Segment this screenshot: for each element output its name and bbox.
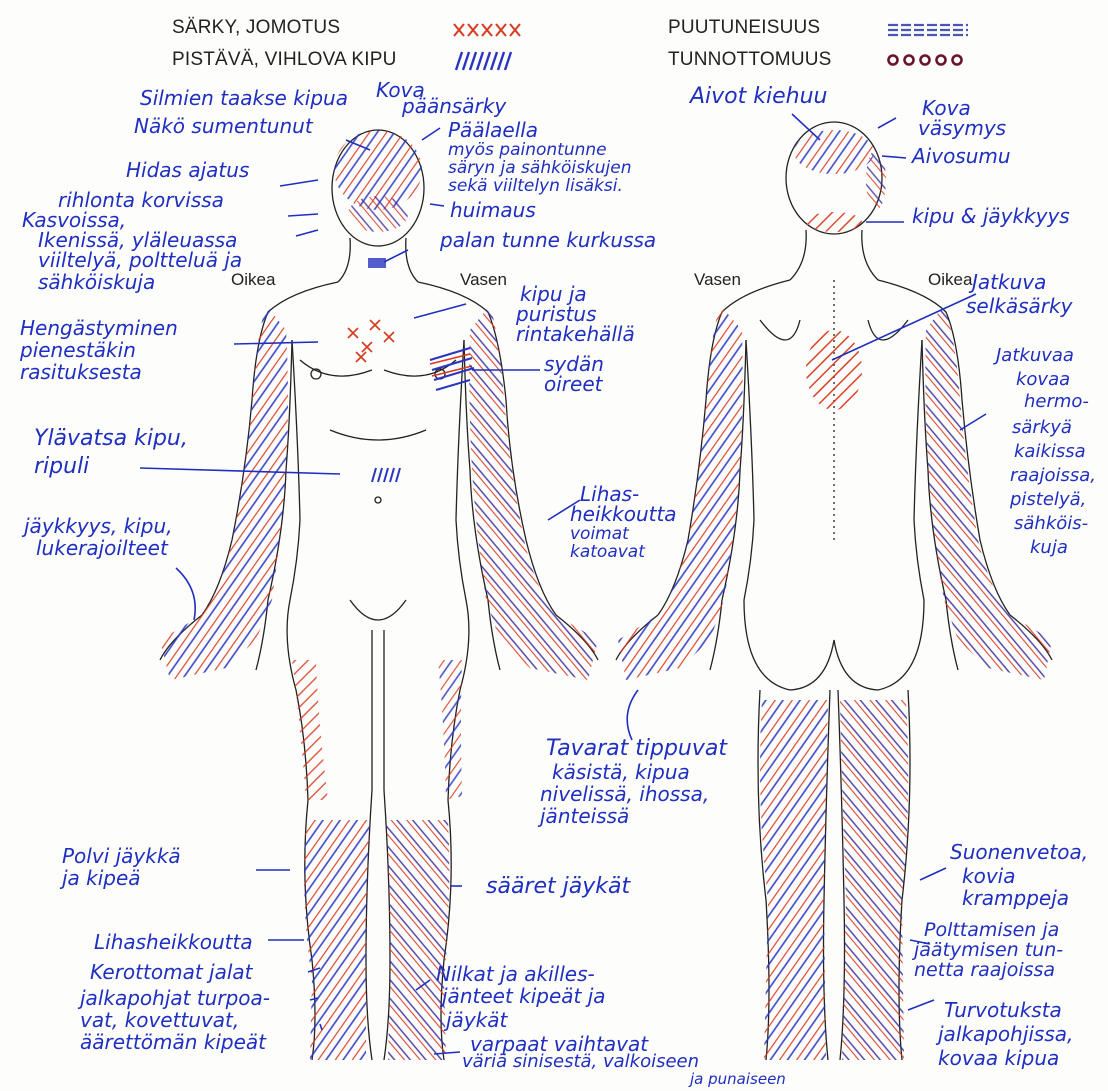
note-symptoms: oireet [544,374,602,394]
note-dropping-things: Tavarat tippuvat [546,738,727,760]
note-tendons-sore: jänteet kipeät ja [442,986,606,1006]
note-swelling: Turvotuksta [944,1000,1062,1020]
note-strength: voimat [570,524,629,544]
note-in-limbs: netta raajoissa [914,960,1055,980]
note-even-small: pienestäkin [20,340,136,360]
note-lump-throat: palan tunne kurkussa [440,230,656,250]
note-continuous: Jatkuvaa [996,346,1074,366]
note-dizziness: huimaus [450,200,536,220]
legend-insensibility-label: TUNNOTTOMUUS [668,49,832,71]
note-shocks-end: kuja [1030,538,1068,558]
note-electric-shocks: sähköiskuja [38,272,155,292]
note-freezing: jäätymisen tun- [914,940,1063,960]
note-vanishes: katoavat [570,542,645,562]
note-eye-pain: Silmien taakse kipua [140,88,348,108]
legend-insensibility-swatch [889,56,962,65]
note-crown: Päälaella [448,120,538,140]
legend-ache-swatch [454,24,520,36]
note-ear-ringing: rihlonta korvissa [58,190,224,210]
note-in-soles: jalkapohjissa, [938,1024,1073,1044]
note-pain-word: särkyä [1012,418,1072,438]
note-face: Kasvoissa, [22,210,126,230]
note-backache: selkäsärky [966,296,1072,316]
note-hands-pain: käsistä, kipua [552,762,690,782]
note-hard-cramps: kovia [962,866,1015,886]
legend-numbness-swatch [888,25,968,35]
note-tendons: jänteissä [540,806,629,826]
note-headache: päänsärky [402,96,506,116]
note-hard: kovaa [1016,370,1070,390]
note-shock: sähköis- [1014,514,1088,534]
note-pressure: myös painontunne [448,140,607,160]
note-stiff: jäykät [446,1010,507,1030]
note-tingling: pistelyä, [1010,490,1086,510]
legend-stabbing-swatch [456,52,511,70]
note-weakness: heikkoutta [570,504,677,524]
front-left-side-label: Vasen [460,270,507,290]
note-heart: sydän [544,354,604,374]
back-right-side-label: Oikea [928,270,972,290]
note-cutting: sekä viiltelyn lisäksi. [448,176,623,196]
note-shins-stiff: sääret jäykät [486,876,630,898]
note-soles-swell: jalkapohjat turpoa- [80,988,270,1008]
note-nerve: hermo- [1024,392,1089,412]
note-severe-pain: kovaa kipua [938,1048,1059,1068]
note-neck-pain-stiff: kipu & jäykkyys [912,206,1070,226]
note-powerless-legs: Kerottomat jalat [90,962,253,982]
note-upper-stomach: Ylävatsa kipu, [34,428,188,450]
note-slow-thinking: Hidas ajatus [126,160,249,180]
note-chest: rintakehällä [516,324,635,344]
note-knee-stiff: Polvi jäykkä [62,846,181,866]
note-diarrhea: ripuli [34,456,89,478]
note-brain-boiling: Aivot kiehuu [690,86,827,108]
note-fatigue: väsymys [918,118,1006,138]
note-constant: Jatkuva [972,272,1046,292]
note-muscle-weakness: Lihasheikkoutta [94,932,253,952]
front-right-side-label: Oikea [231,270,275,290]
note-in-all: kaikissa [1014,442,1086,462]
note-mobility-limits: lukerajoilteet [36,538,168,558]
note-brain-fog: Aivosumu [912,146,1011,166]
note-cramps: Suonenvetoa, [950,842,1088,862]
note-gums-jaw: Ikenissä, yläleuassa [38,230,237,250]
note-spasms: kramppeja [962,888,1069,908]
note-extremely-sore: äärettömän kipeät [80,1032,266,1052]
note-harden: vat, kovettuvat, [80,1010,239,1030]
note-stiffness-pain: jäykkyys, kipu, [24,516,173,536]
note-pain-and: kipu ja [520,284,587,304]
note-blurred-vision: Näkö sumentunut [134,116,313,136]
note-knee-sore: ja kipeä [62,868,141,888]
legend-numbness-label: PUUTUNEISUUS [668,17,820,39]
note-back-severe: Kova [922,98,971,118]
legend-stabbing-label: PISTÄVÄ, VIHLOVA KIPU [172,49,397,71]
note-limbs: raajoissa, [1010,466,1096,486]
note-exertion: rasituksesta [20,362,142,382]
note-breathlessness: Hengästyminen [20,318,178,338]
note-cutting-burning: viiltelyä, poltteluä ja [38,250,242,270]
legend-ache-label: SÄRKY, JOMOTUS [172,17,340,39]
note-ache-shocks: säryn ja sähköiskujen [448,158,632,178]
note-and-red: ja punaiseen [690,1071,786,1087]
note-muscle: Lihas- [580,484,639,504]
back-left-side-label: Vasen [694,270,741,290]
note-joints-skin: nivelissä, ihossa, [540,784,709,804]
note-ankles-achilles: Nilkat ja akilles- [436,964,595,984]
note-squeeze: puristus [516,304,597,324]
note-burning: Polttamisen ja [924,920,1059,940]
note-color-blue-white: väriä sinisestä, valkoiseen [462,1052,699,1072]
